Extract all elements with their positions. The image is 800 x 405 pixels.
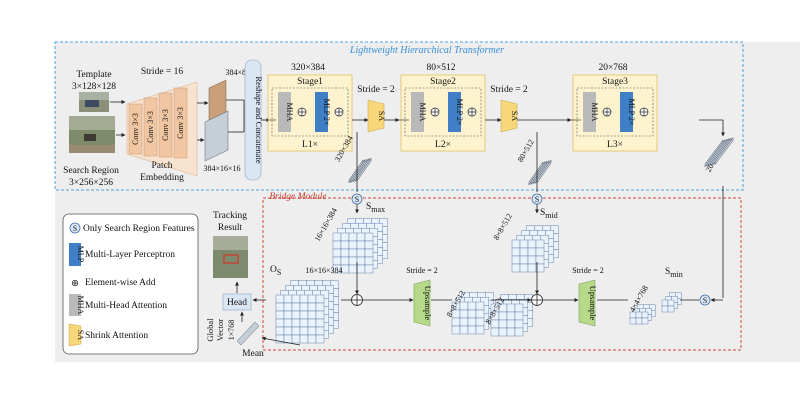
tracking-label-2: Result	[218, 223, 243, 233]
svg-text:MLP: MLP	[76, 246, 85, 263]
svg-text:MHA: MHA	[590, 103, 599, 122]
svg-text:L1×: L1×	[302, 140, 318, 150]
svg-text:MLP 2×: MLP 2×	[627, 99, 636, 126]
svg-text:MHA: MHA	[418, 103, 427, 122]
stage2-token-stack	[528, 159, 552, 186]
lht-title: Lightweight Hierarchical Transformer	[349, 45, 504, 56]
svg-text:Stride = 2: Stride = 2	[406, 266, 438, 275]
conv-layer-3: Conv 3×3	[158, 92, 173, 158]
svg-text:SA: SA	[76, 330, 85, 340]
conv-layer-2: Conv 3×3	[143, 97, 158, 157]
patch-label-1: Patch	[151, 161, 172, 171]
bridge-add-1	[351, 294, 363, 306]
patch-stride: Stride = 16	[141, 67, 184, 77]
svg-text:L2×: L2×	[435, 140, 451, 150]
o-s-label: OS	[270, 265, 281, 277]
legend-mha: MHA Multi-Head Attention	[69, 294, 167, 316]
svg-text:Stride = 2: Stride = 2	[572, 266, 604, 275]
svg-text:L3×: L3×	[607, 140, 623, 150]
legend-mlp: MLP Multi-Layer Perceptron	[69, 243, 175, 266]
svg-text:80×512: 80×512	[426, 63, 455, 73]
search-region-size: 3×256×256	[69, 178, 113, 188]
s-circle-stage2: S	[531, 132, 543, 214]
lht-border	[54, 41, 744, 191]
template-size: 3×128×128	[72, 82, 116, 92]
s-circle-stage3: S	[699, 186, 724, 306]
template-image	[79, 92, 109, 112]
svg-text:S: S	[703, 296, 707, 305]
svg-text:Stride = 2: Stride = 2	[357, 85, 395, 95]
svg-text:Stage2: Stage2	[430, 77, 456, 87]
search-region-image	[69, 116, 115, 153]
head-label: Head	[227, 298, 247, 308]
svg-text:MHA: MHA	[76, 296, 85, 315]
s-circle-stage1: S	[351, 132, 363, 214]
svg-text:Conv 3×3: Conv 3×3	[176, 107, 185, 139]
search-region-label: Search Region	[63, 166, 119, 176]
mean-label: Mean	[242, 349, 264, 359]
bridge-title: Bridge Module	[269, 192, 326, 202]
s-min-label: Smin	[665, 267, 683, 279]
legend-sa: SA Shrink Attention	[68, 323, 148, 347]
patch-label-2: Embedding	[140, 173, 184, 183]
patch-out-bottom: 384×16×16	[203, 164, 240, 173]
legend-add: ⊕ Element-wise Add	[71, 278, 156, 289]
global-label-2: Vector	[215, 319, 225, 341]
global-dim: 1×768	[227, 320, 236, 341]
conv-layer-1: Conv 3×3	[128, 103, 143, 155]
global-label-1: Global	[205, 318, 215, 342]
svg-text:S: S	[73, 224, 77, 233]
bridge-add-2	[531, 294, 543, 306]
svg-text:Multi-Head Attention: Multi-Head Attention	[85, 301, 167, 311]
svg-text:S: S	[535, 195, 539, 204]
svg-text:MHA: MHA	[285, 103, 294, 122]
search-token-block	[204, 110, 229, 162]
svg-text:S: S	[355, 195, 359, 204]
tracking-result-image	[213, 236, 248, 278]
o-s-dim: 16×16×384	[305, 266, 342, 275]
reshape-label: Reshape and Concatenate	[254, 76, 264, 164]
upsample-1: Stride = 2 Upsample	[406, 266, 438, 327]
s-mid-label: Smid	[540, 208, 558, 220]
svg-text:Conv 3×3: Conv 3×3	[131, 113, 140, 145]
template-label: Template	[76, 70, 111, 80]
svg-text:Conv 3×3: Conv 3×3	[161, 109, 170, 141]
svg-text:⊕: ⊕	[71, 279, 79, 289]
tracking-label-1: Tracking	[213, 211, 247, 221]
head-block	[222, 293, 252, 311]
s-max-label: Smax	[366, 202, 385, 214]
legend-box	[62, 213, 199, 355]
upsample-2: Stride = 2 Upsample	[572, 266, 604, 327]
global-vector-block	[236, 321, 260, 346]
svg-text:Upsample: Upsample	[423, 286, 433, 321]
svg-text:SA: SA	[377, 111, 386, 121]
conv-stack: Conv 3×3 Conv 3×3 Conv 3×3 Conv 3×3	[128, 87, 188, 159]
patch-out-top: 384×8×8	[225, 68, 254, 77]
svg-text:Shrink Attention: Shrink Attention	[85, 331, 148, 341]
svg-text:Element-wise Add: Element-wise Add	[85, 278, 156, 288]
svg-text:Stride = 2: Stride = 2	[490, 85, 528, 95]
svg-text:Only Search Region Features: Only Search Region Features	[83, 224, 195, 234]
svg-text:SA: SA	[510, 111, 519, 121]
svg-text:MLP 2×: MLP 2×	[455, 99, 464, 126]
svg-text:320×384: 320×384	[291, 63, 325, 73]
bridge-cubes	[275, 218, 682, 344]
conv-layer-4: Conv 3×3	[173, 87, 188, 159]
svg-text:20×768: 20×768	[598, 63, 627, 73]
svg-text:MLP 2×: MLP 2×	[322, 99, 331, 126]
svg-text:Upsample: Upsample	[588, 286, 598, 321]
svg-text:Multi-Layer Perceptron: Multi-Layer Perceptron	[85, 250, 175, 260]
svg-text:Stage1: Stage1	[297, 77, 323, 87]
stage3-token-stack	[704, 136, 734, 168]
svg-text:Conv 3×3: Conv 3×3	[146, 111, 155, 143]
svg-text:Stage3: Stage3	[602, 77, 628, 87]
legend-s: S Only Search Region Features	[69, 222, 195, 234]
